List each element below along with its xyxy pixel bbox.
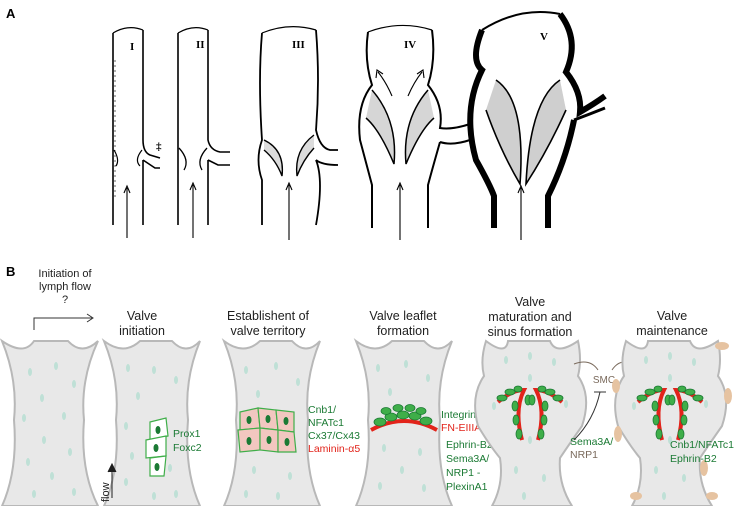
initiation-note-line-1: Initiation of [38,268,92,280]
vessel-initiation [101,338,202,506]
stage-title-territory-2: valve territory [230,324,306,338]
stage-title-maturation-2: maturation and [488,310,571,324]
mol-prox1: Prox1 [173,428,201,440]
vessel-leaflet [353,338,454,506]
mol-ephrin-b2-maintenance: Ephrin-B2 [670,453,717,465]
smooth-muscle-cells [612,342,732,500]
panel-a-letter: A [6,6,16,21]
initiation-note-line-3: ? [62,294,68,306]
vessel-drawing-2 [177,27,230,238]
mol-cnb1-nfatc1-maintenance: Cnb1/NFATc1 [670,439,734,451]
mol-plexina1: PlexinA1 [446,481,488,493]
maintenance-cells [636,385,704,440]
stage-title-leaflet-1: Valve leaflet [369,309,437,323]
mol-fn-eiiia: FN-EIIIA [441,422,481,434]
vessel-maturation [474,339,588,506]
progression-arrow [33,313,94,330]
vessel-plain [0,338,100,506]
mol-sema3a: Sema3A/ [446,453,489,465]
mol-sema3a-maturation: Sema3A/ [570,436,613,448]
leaflet-cells [373,404,433,427]
mol-foxc2: Foxc2 [173,442,202,454]
flow-label: flow [100,482,112,502]
mol-cx37-cx43: Cx37/Cx43 [308,430,360,442]
maturation-cells [496,385,564,440]
flow-arrow [107,462,117,498]
roman-label-1: I [130,41,134,53]
stage-title-initiation-2: initiation [119,324,165,338]
vessel-drawing-1 [112,27,161,238]
mol-cnb1: Cnb1/ [308,404,336,416]
vessel-drawing-4 [358,24,471,240]
initiation-note-line-2: lymph flow [39,281,91,293]
roman-label-3: III [292,39,305,51]
mol-nfatc1: NFATc1 [308,417,344,429]
vessel-drawing-3 [257,26,339,240]
stage-title-leaflet-2: formation [377,324,429,338]
panel-b-letter: B [6,264,15,279]
roman-label-5: V [540,31,548,43]
vessel-territory [221,338,322,506]
mol-nrp1-maturation: NRP1 [570,449,598,461]
smc-label: SMC [593,375,615,386]
roman-label-2: II [196,39,205,51]
cross-mark: ‡ [156,141,162,153]
stage-title-maintenance-1: Valve [657,309,687,323]
mol-ephrin-b2: Ephrin-B2 [446,439,493,451]
stage-title-maintenance-2: maintenance [636,324,708,338]
mol-laminin-a5: Laminin-α5 [308,443,360,455]
fn-eiiia-matrix [370,419,438,432]
vessel-drawing-5 [467,11,607,240]
stage-title-territory-1: Establishent of [227,309,310,323]
stage-title-initiation-1: Valve [127,309,157,323]
stage-title-maturation-1: Valve [515,295,545,309]
vessel-maintenance [612,339,732,506]
mol-nrp1: NRP1 - [446,467,481,479]
roman-label-4: IV [404,39,416,51]
stage-title-maturation-3: sinus formation [488,325,573,339]
